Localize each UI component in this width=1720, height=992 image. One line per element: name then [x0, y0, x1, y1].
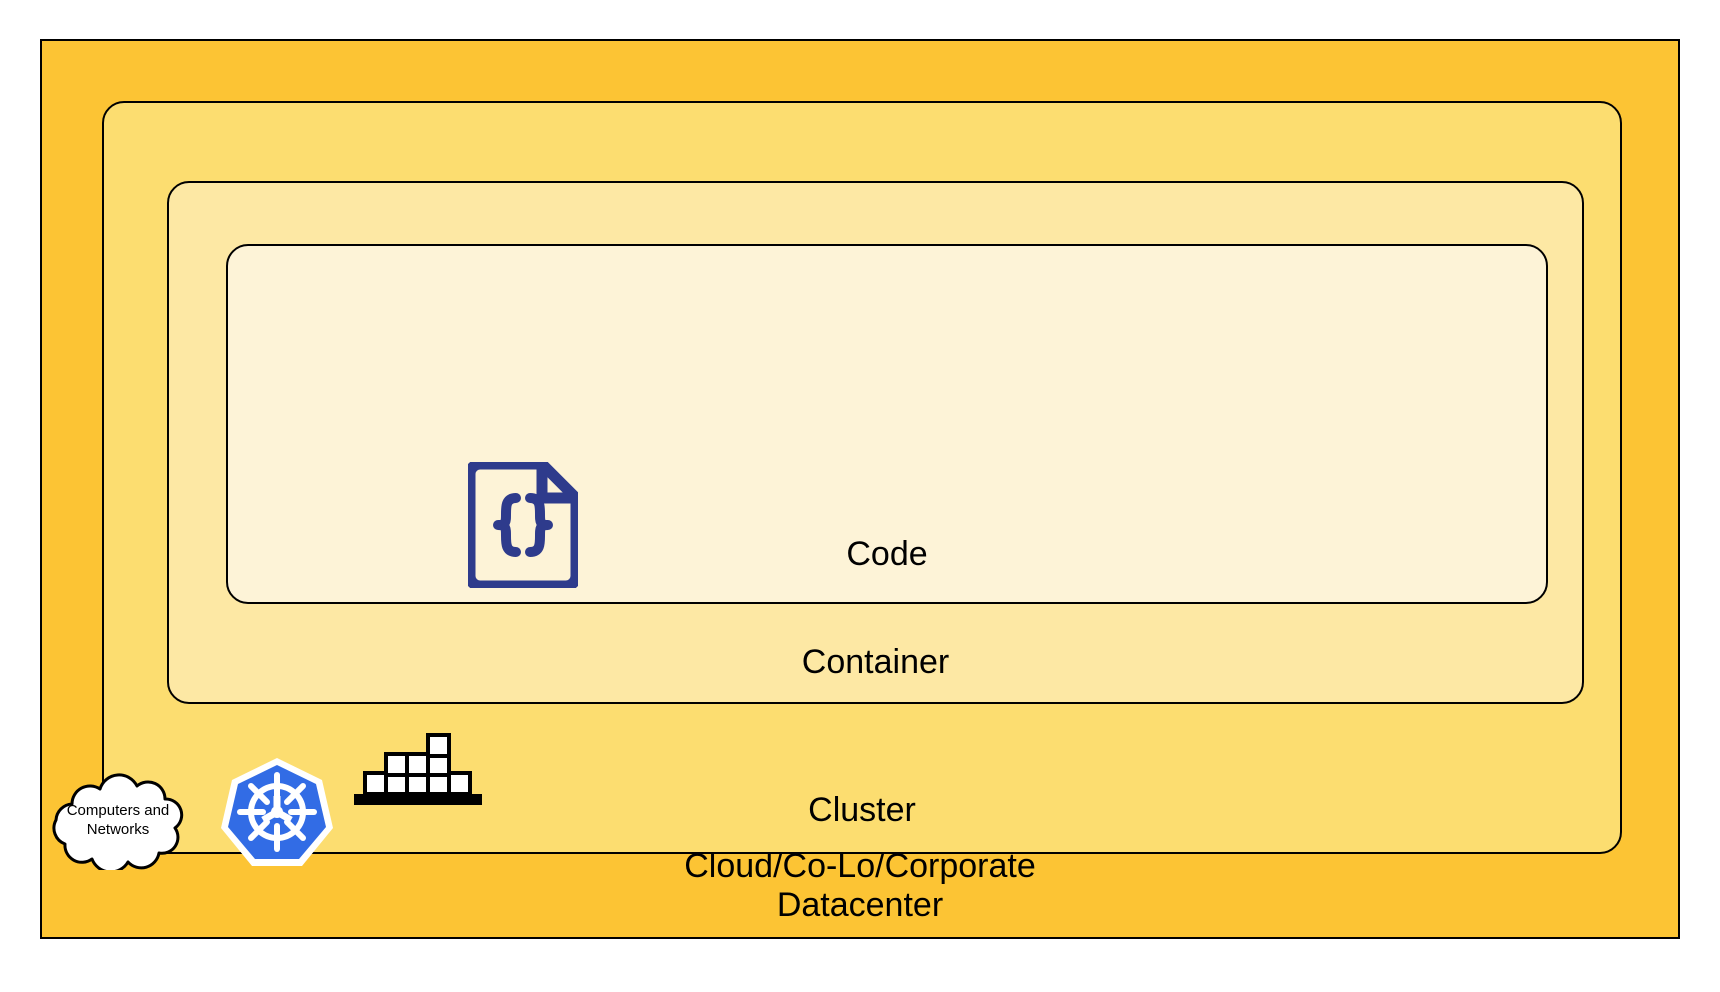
code-document-icon — [468, 462, 578, 588]
kubernetes-icon — [221, 756, 333, 868]
layer-label-datacenter: Cloud/Co-Lo/Corporate Datacenter — [684, 846, 1036, 924]
cloud-icon[interactable]: Computers and Networks — [38, 770, 198, 870]
container-boxes-icon — [354, 733, 482, 811]
layer-label-code: Code — [846, 534, 928, 573]
layer-code[interactable]: Code — [226, 244, 1548, 604]
layer-cluster[interactable]: Code — [102, 101, 1622, 866]
layer-datacenter[interactable]: Code — [40, 39, 1680, 939]
layer-label-cluster: Cluster — [808, 790, 916, 829]
layer-container[interactable]: Code — [167, 181, 1584, 805]
layer-label-container: Container — [801, 642, 950, 681]
